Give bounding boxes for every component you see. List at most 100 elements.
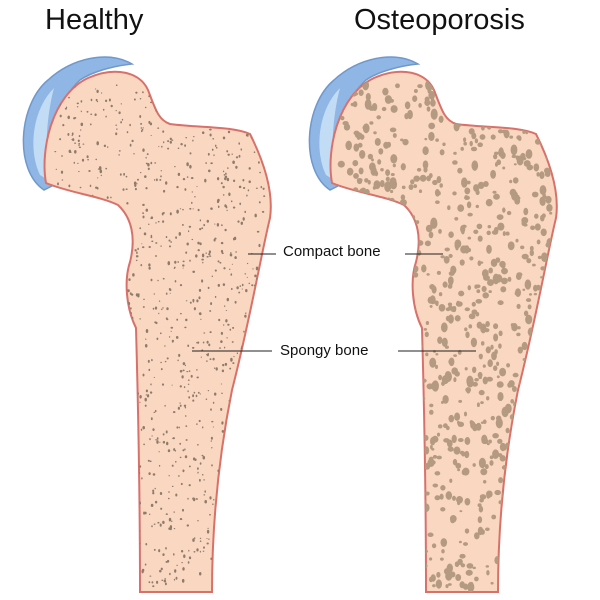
spongy-pore <box>116 386 119 389</box>
spongy-pore <box>390 578 397 586</box>
spongy-pore <box>243 330 245 333</box>
spongy-pore <box>234 413 238 416</box>
spongy-pore <box>255 266 259 271</box>
spongy-pore <box>350 209 354 215</box>
spongy-pore <box>362 123 370 134</box>
spongy-pore <box>383 512 389 519</box>
spongy-pore <box>403 472 410 478</box>
spongy-pore <box>510 560 517 569</box>
spongy-pore <box>162 433 165 436</box>
spongy-pore <box>480 341 485 346</box>
spongy-pore <box>117 443 120 446</box>
spongy-pore <box>97 272 100 275</box>
spongy-pore <box>352 457 359 465</box>
spongy-pore <box>150 236 153 239</box>
spongy-pore <box>147 359 150 363</box>
spongy-pore <box>130 475 132 478</box>
spongy-pore <box>112 353 115 356</box>
spongy-pore <box>388 412 394 420</box>
spongy-pore <box>182 449 185 452</box>
spongy-pore <box>172 411 176 414</box>
spongy-pore <box>136 499 139 502</box>
spongy-pore <box>529 482 536 491</box>
spongy-pore <box>476 289 481 294</box>
spongy-pore <box>471 301 476 307</box>
spongy-pore <box>132 459 135 463</box>
spongy-pore <box>369 481 374 487</box>
spongy-pore <box>247 83 250 87</box>
spongy-pore <box>117 309 120 311</box>
spongy-pore <box>204 178 207 183</box>
spongy-pore <box>62 229 64 231</box>
spongy-pore <box>198 478 201 482</box>
spongy-pore <box>157 279 159 282</box>
spongy-pore <box>441 83 445 87</box>
spongy-pore <box>211 447 213 449</box>
spongy-pore <box>121 567 124 571</box>
spongy-pore <box>378 490 382 497</box>
spongy-pore <box>161 579 164 582</box>
spongy-pore <box>374 397 378 402</box>
spongy-pore <box>238 185 242 189</box>
spongy-pore <box>389 448 393 452</box>
spongy-pore <box>421 264 427 273</box>
spongy-pore <box>193 135 195 138</box>
spongy-pore <box>229 435 232 438</box>
spongy-pore <box>499 455 506 462</box>
spongy-pore <box>192 538 195 542</box>
spongy-pore <box>526 471 532 478</box>
spongy-pore <box>251 356 255 361</box>
spongy-pore <box>466 110 472 119</box>
spongy-pore <box>511 479 516 486</box>
spongy-pore <box>251 485 254 488</box>
spongy-pore <box>88 417 91 421</box>
spongy-pore <box>100 570 103 573</box>
spongy-pore <box>110 566 113 568</box>
spongy-pore <box>226 493 229 498</box>
spongy-pore <box>80 417 83 421</box>
spongy-pore <box>132 361 135 364</box>
spongy-pore <box>139 395 142 399</box>
spongy-pore <box>431 285 437 294</box>
spongy-pore <box>83 520 86 523</box>
spongy-pore <box>230 429 233 432</box>
spongy-pore <box>153 523 156 525</box>
spongy-pore <box>416 378 423 386</box>
spongy-pore <box>429 295 436 305</box>
spongy-pore <box>213 367 216 369</box>
spongy-pore <box>112 304 115 306</box>
spongy-pore <box>367 388 373 393</box>
spongy-pore <box>116 314 119 317</box>
spongy-pore <box>368 286 375 296</box>
spongy-pore <box>500 262 506 269</box>
spongy-pore <box>152 428 155 431</box>
spongy-pore <box>74 354 77 358</box>
spongy-pore <box>65 106 68 109</box>
spongy-pore <box>511 448 517 453</box>
spongy-pore <box>392 163 396 168</box>
spongy-pore <box>426 175 431 182</box>
spongy-pore <box>349 540 357 551</box>
spongy-pore <box>410 179 415 185</box>
spongy-pore <box>393 280 398 285</box>
spongy-pore <box>475 298 483 304</box>
spongy-pore <box>124 408 128 412</box>
spongy-pore <box>509 475 512 481</box>
spongy-pore <box>164 582 167 586</box>
spongy-pore <box>148 472 151 475</box>
spongy-pore <box>227 323 230 326</box>
spongy-pore <box>69 378 72 380</box>
spongy-pore <box>418 544 422 547</box>
spongy-pore <box>482 376 488 385</box>
spongy-pore <box>61 155 63 157</box>
spongy-pore <box>125 414 128 417</box>
spongy-pore <box>111 525 114 529</box>
spongy-pore <box>201 473 204 476</box>
spongy-pore <box>206 360 208 363</box>
spongy-pore <box>402 369 406 373</box>
spongy-pore <box>542 327 546 331</box>
spongy-pore <box>209 98 212 101</box>
spongy-pore <box>393 529 398 534</box>
spongy-pore <box>349 376 356 385</box>
spongy-pore <box>484 94 488 99</box>
